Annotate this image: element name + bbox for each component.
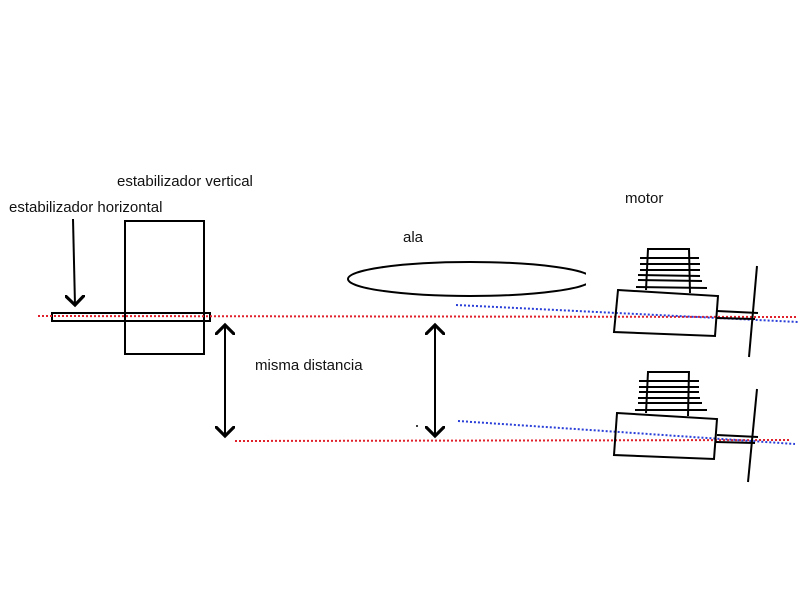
vertical-stabilizer-shape: [124, 220, 205, 355]
stray-dot: [416, 425, 418, 427]
motor-label: motor: [625, 190, 663, 207]
stabilizer-pointer-arrow: [73, 218, 75, 305]
motor-upper: [612, 247, 759, 358]
motor-lower: [612, 370, 759, 483]
reference-line-upper: [37, 315, 798, 318]
thrust-line-lower: [457, 420, 796, 445]
vertical-stabilizer-label: estabilizador vertical: [117, 173, 253, 190]
wing-label: ala: [403, 229, 424, 246]
motor-body: [612, 411, 719, 461]
propeller-lower: [747, 388, 758, 483]
motor-body: [612, 288, 720, 338]
reference-line-lower: [234, 439, 791, 442]
horizontal-stabilizer-label: estabilizador horizontal: [9, 199, 162, 216]
same-distance-label: misma distancia: [255, 357, 363, 374]
wing-shape: [347, 261, 586, 297]
propeller-upper: [748, 265, 758, 358]
